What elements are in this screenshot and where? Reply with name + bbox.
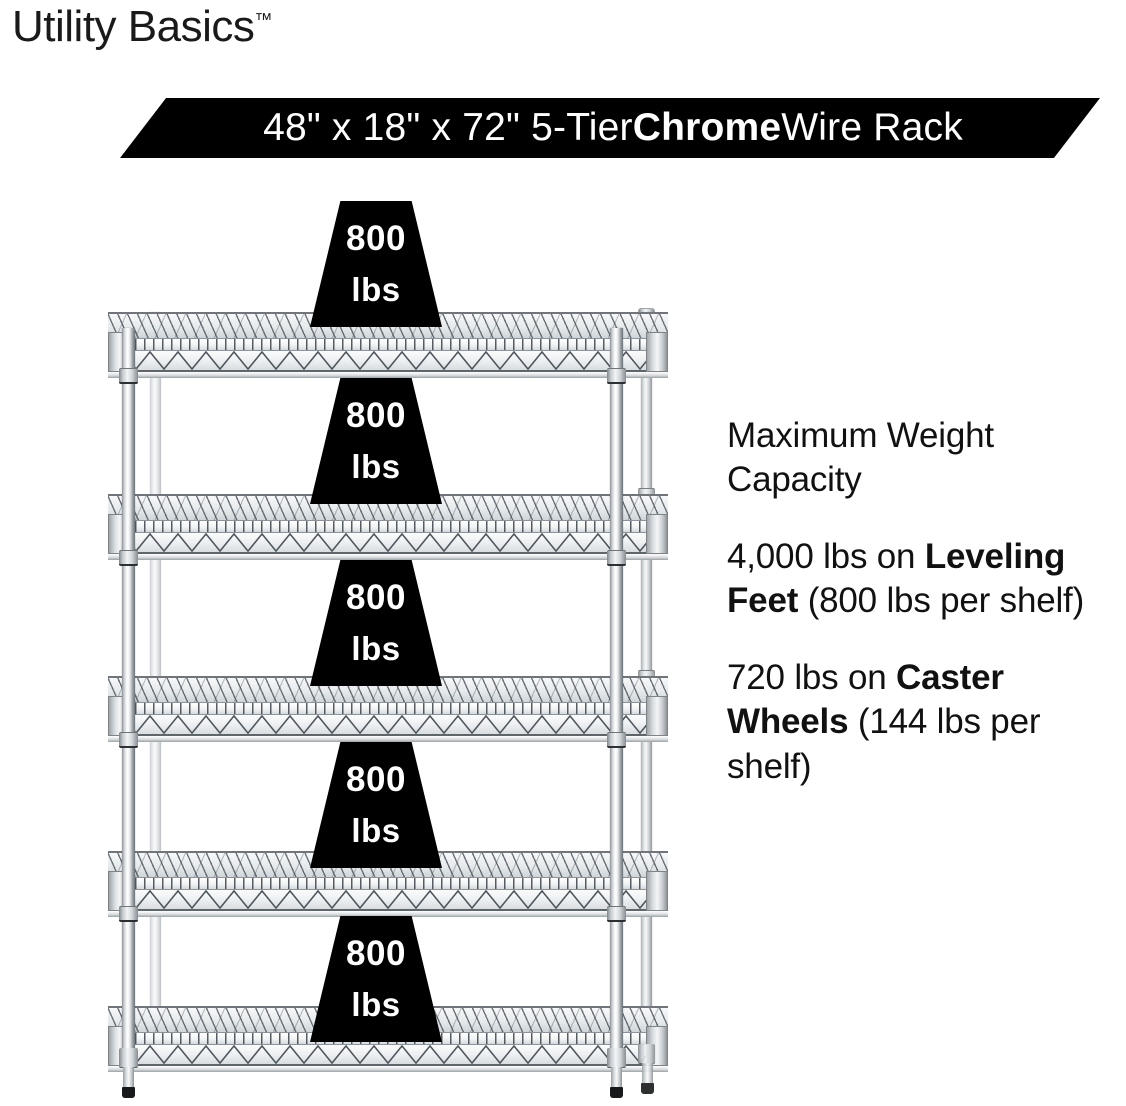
- truss-zigzag-icon: [108, 1045, 668, 1064]
- wire-rack-illustration: 800 lbs 800 lbs 800 lbs 800 lbs 800 lbs: [80, 186, 680, 1101]
- leveling-feet-lead: 4,000 lbs on: [727, 536, 925, 576]
- post-collar-front-right-1: [607, 368, 626, 384]
- shelf-front-rail-tier-5: [108, 1066, 668, 1072]
- brand-name: Utility Basics: [12, 2, 255, 51]
- caster-wheels-bold: Caster Wheels: [727, 657, 1004, 742]
- post-collar-front-left-1: [119, 368, 138, 384]
- product-title-banner: 48" x 18" x 72" 5-Tier Chrome Wire Rack: [120, 98, 1100, 158]
- banner-title-emphasis: Chrome: [632, 106, 782, 149]
- weight-capacity-info: Maximum Weight Capacity 4,000 lbs on Lev…: [727, 414, 1122, 789]
- shelf-truss-tier-5: [108, 1045, 668, 1066]
- shelf-truss-tier-3: [108, 715, 668, 736]
- shelf-wire-edge-tier-1: [108, 338, 668, 351]
- capacity-callout-tier-5: 800 lbs: [310, 916, 442, 1042]
- shelf-tier-2: [108, 494, 668, 560]
- shelf-truss-tier-2: [108, 533, 668, 554]
- shelf-truss-tier-4: [108, 890, 668, 911]
- banner-title-suffix: Wire Rack: [781, 106, 963, 149]
- leveling-feet-capacity: 4,000 lbs on Leveling Feet (800 lbs per …: [727, 535, 1122, 624]
- capacity-unit: lbs: [351, 812, 401, 850]
- capacity-unit: lbs: [351, 271, 401, 309]
- foot-rubber-tip: [641, 1083, 654, 1094]
- truss-zigzag-icon: [108, 533, 668, 552]
- capacity-unit: lbs: [351, 630, 401, 668]
- truss-zigzag-icon: [108, 890, 668, 909]
- brand-wordmark: Utility Basics™: [12, 2, 272, 52]
- caster-wheels-tail: (144 lbs per shelf): [727, 702, 1041, 786]
- shelf-front-rail-tier-4: [108, 911, 668, 917]
- trademark-symbol: ™: [254, 9, 273, 30]
- capacity-value: 800: [346, 218, 406, 258]
- foot-rubber-tip: [122, 1087, 135, 1098]
- shelf-wire-edge-tier-4: [108, 877, 668, 890]
- post-collar-front-left-2: [119, 550, 138, 566]
- truss-zigzag-icon: [108, 715, 668, 734]
- shelf-tier-1: [108, 312, 668, 378]
- foot-stem: [642, 1063, 653, 1085]
- shelf-corner-right-tier-4: [646, 871, 668, 911]
- foot-stem: [611, 1067, 622, 1089]
- shelf-wire-edge-tier-2: [108, 520, 668, 533]
- foot-sleeve: [638, 1044, 655, 1064]
- capacity-value: 800: [346, 577, 406, 617]
- truss-zigzag-icon: [108, 351, 668, 370]
- shelf-front-rail-tier-2: [108, 554, 668, 560]
- post-collar-front-right-3: [607, 732, 626, 748]
- capacity-callout-tier-3: 800 lbs: [310, 560, 442, 686]
- shelf-tier-3: [108, 676, 668, 742]
- capacity-value: 800: [346, 933, 406, 973]
- shelf-corner-right-tier-1: [646, 332, 668, 372]
- capacity-value: 800: [346, 759, 406, 799]
- banner-title-prefix: 48" x 18" x 72" 5-Tier: [263, 106, 633, 149]
- rack-post-front-left: [119, 328, 138, 1058]
- shelf-front-rail-tier-1: [108, 372, 668, 378]
- capacity-callout-tier-4: 800 lbs: [310, 742, 442, 868]
- shelf-corner-right-tier-3: [646, 696, 668, 736]
- capacity-unit: lbs: [351, 448, 401, 486]
- caster-wheels-lead: 720 lbs on: [727, 657, 897, 697]
- caster-wheels-capacity: 720 lbs on Caster Wheels (144 lbs per sh…: [727, 656, 1122, 789]
- post-collar-front-left-4: [119, 906, 138, 922]
- shelf-front-rail-tier-3: [108, 736, 668, 742]
- shelf-truss-tier-1: [108, 351, 668, 372]
- shelf-wire-edge-tier-3: [108, 702, 668, 715]
- capacity-value: 800: [346, 395, 406, 435]
- post-collar-front-right-4: [607, 906, 626, 922]
- banner-background-shape: [120, 98, 1100, 158]
- foot-sleeve: [607, 1048, 626, 1068]
- banner-title-text: 48" x 18" x 72" 5-Tier Chrome Wire Rack: [120, 98, 1100, 158]
- leveling-feet-bold: Leveling Feet: [727, 536, 1066, 621]
- capacity-unit: lbs: [351, 986, 401, 1024]
- capacity-heading: Maximum Weight Capacity: [727, 416, 994, 500]
- capacity-callout-tier-1: 800 lbs: [310, 201, 442, 327]
- shelf-corner-right-tier-2: [646, 514, 668, 554]
- post-collar-front-left-3: [119, 732, 138, 748]
- capacity-callout-tier-2: 800 lbs: [310, 378, 442, 504]
- foot-sleeve: [119, 1048, 138, 1068]
- foot-rubber-tip: [610, 1087, 623, 1098]
- foot-stem: [123, 1067, 134, 1089]
- post-collar-front-right-2: [607, 550, 626, 566]
- rack-post-front-right: [607, 328, 626, 1058]
- leveling-feet-tail: (800 lbs per shelf): [798, 581, 1085, 621]
